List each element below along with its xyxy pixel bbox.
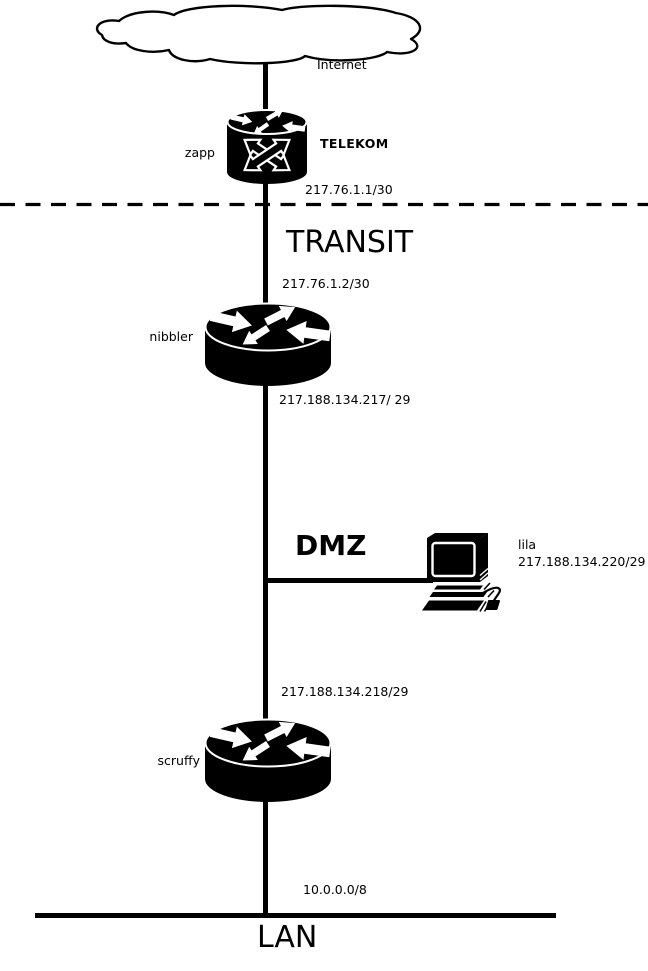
scruffy-uplink-ip-label: 217.188.134.218/29 (281, 684, 409, 699)
nibbler-downlink-ip-label: 217.188.134.217/ 29 (279, 392, 411, 407)
router-nibbler-icon (204, 302, 332, 386)
lila-ip-label: 217.188.134.220/29 (518, 554, 646, 569)
lila-label: lila (518, 537, 537, 552)
link-dmz-lila (263, 578, 433, 583)
switch-zapp-icon (226, 108, 308, 184)
scruffy-label: scruffy (157, 753, 200, 768)
cloud-icon (96, 4, 422, 65)
dmz-zone-label: DMZ (295, 529, 367, 562)
link-zapp-nibbler (263, 183, 268, 305)
internet-label: Internet (317, 57, 367, 72)
link-internet-zapp (263, 58, 268, 114)
nibbler-label: nibbler (149, 329, 193, 344)
lan-bus-line (35, 913, 556, 918)
router-scruffy-icon (204, 718, 332, 802)
link-scruffy-lan (263, 799, 268, 916)
link-nibbler-scruffy (263, 384, 268, 722)
telekom-label: TELEKOM (320, 136, 389, 151)
workstation-lila-icon (422, 533, 501, 612)
lan-network-label: 10.0.0.0/8 (303, 882, 367, 897)
provider-boundary-dashed-line (0, 202, 648, 207)
transit-zone-label: TRANSIT (286, 225, 414, 260)
nibbler-uplink-ip-label: 217.76.1.2/30 (282, 276, 370, 291)
zapp-label: zapp (184, 145, 215, 160)
zapp-wan-ip-label: 217.76.1.1/30 (305, 182, 393, 197)
lan-zone-label: LAN (257, 920, 318, 955)
